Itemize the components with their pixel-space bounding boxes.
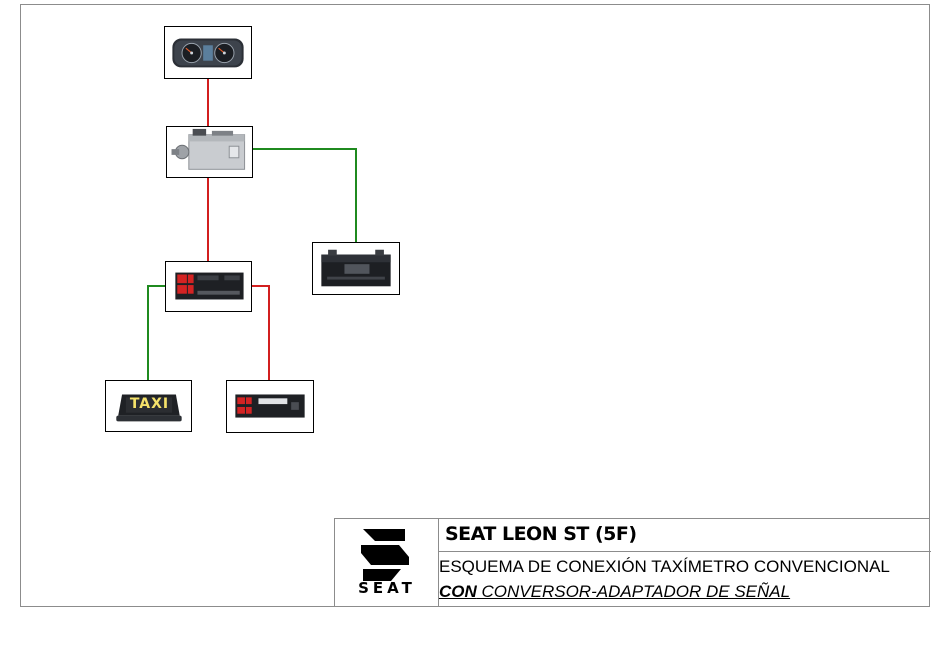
description-line-2: CON CONVERSOR-ADAPTADOR DE SEÑAL (439, 582, 790, 602)
taxi-sign-label: TAXI (106, 396, 192, 412)
brand-wordmark: SEAT (335, 579, 439, 597)
description-line-1: ESQUEMA DE CONEXIÓN TAXÍMETRO CONVENCION… (439, 557, 890, 577)
wire-taximeter-to-sign (148, 286, 165, 380)
signal-adapter (166, 126, 253, 178)
description-rest: CONVERSOR-ADAPTADOR DE SEÑAL (477, 582, 790, 601)
taximeter-icon (166, 262, 251, 311)
instrument-cluster-icon (165, 27, 251, 78)
battery (312, 242, 400, 295)
battery-icon (313, 243, 399, 294)
taxi-sign: TAXI (105, 380, 192, 432)
model-cell: SEAT LEON ST (5F) (439, 519, 931, 552)
taximeter (165, 261, 252, 312)
brand-logo-cell: SEAT (335, 519, 439, 607)
model-title: SEAT LEON ST (5F) (445, 523, 637, 545)
title-block: SEAT SEAT LEON ST (5F) ESQUEMA DE CONEXI… (334, 518, 930, 607)
fare-printer (226, 380, 314, 433)
wire-taximeter-to-printer (252, 286, 269, 380)
instrument-cluster (164, 26, 252, 79)
control-module-icon (227, 381, 313, 432)
junction-box-icon (167, 127, 252, 177)
wire-adapter-to-battery (253, 149, 356, 242)
description-emphasis: CON (439, 582, 477, 601)
